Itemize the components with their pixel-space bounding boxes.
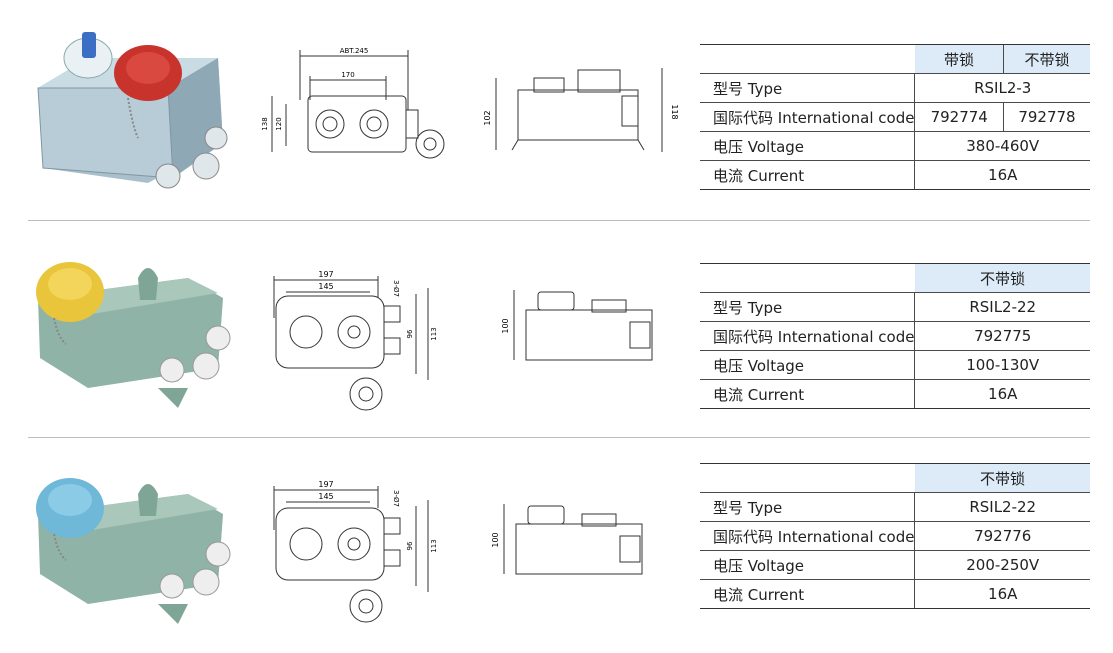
spec-table-2: 不带锁 型号 Type RSIL2-22 国际代码 International … [700,263,1090,409]
header-without-lock: 不带锁 [914,263,1090,293]
section-divider [28,220,1090,221]
row-label-voltage: 电压 Voltage [700,350,915,380]
product-photo-1 [37,32,228,189]
dim-height-inner: 96 [406,329,414,338]
side-view-drawing-1: 102 118 [483,68,679,152]
row-label-type: 型号 Type [700,292,915,322]
dim-overall: 197 [318,480,333,489]
value-voltage: 200-250V [914,550,1090,580]
dim-side-right: 118 [670,104,679,119]
header-without-lock: 不带锁 [1002,44,1090,74]
dim-width: 170 [341,71,354,79]
value-type: RSIL2-22 [914,492,1090,522]
top-view-drawing-2: 197 145 3-Ø7 96 113 [273,270,438,411]
row-label-code: 国际代码 International code [700,321,915,351]
row-label-voltage: 电压 Voltage [700,550,915,580]
value-current: 16A [914,579,1090,609]
product-photo-2 [36,262,231,408]
header-with-lock: 带锁 [914,44,1004,74]
header-without-lock: 不带锁 [914,463,1090,493]
row-label-type: 型号 Type [700,492,915,522]
top-view-drawing-3: 197 145 3-Ø7 96 113 [273,480,438,623]
top-view-drawing-1: ABT.245 170 138 120 [262,47,445,159]
side-view-drawing-3: 100 [491,504,643,575]
dim-height-outer: 113 [430,327,438,340]
dim-width: 145 [318,282,333,291]
value-code: 792776 [914,521,1090,551]
row-label-current: 电流 Current [700,579,915,609]
dim-height-outer: 113 [430,539,438,552]
dim-side-left: 102 [483,110,492,125]
spec-table-3: 不带锁 型号 Type RSIL2-22 国际代码 International … [700,463,1090,609]
row-label-type: 型号 Type [700,73,915,103]
header-blank [700,44,915,74]
value-current: 16A [914,160,1090,190]
row-label-code: 国际代码 International code [700,102,915,132]
header-blank [700,263,915,293]
value-type: RSIL2-3 [914,73,1090,103]
dim-width: 145 [318,492,333,501]
dim-holes: 3-Ø7 [392,280,400,297]
dim-height-inner: 120 [275,117,283,130]
value-voltage: 380-460V [914,131,1090,161]
row-label-voltage: 电压 Voltage [700,131,915,161]
value-code-without-lock: 792778 [1002,102,1090,132]
dim-overall: 197 [318,270,333,279]
row-label-current: 电流 Current [700,379,915,409]
value-code: 792775 [914,321,1090,351]
dim-holes: 3-Ø7 [392,490,400,507]
product-section-3: 197 145 3-Ø7 96 113 100 不带锁 型号 Type RSIL… [0,440,1113,653]
section-divider [28,437,1090,438]
dim-height-outer: 138 [262,117,269,130]
product-photo-3 [36,478,231,624]
product-section-1: ABT.245 170 138 120 102 118 带锁 不带锁 型号 Ty… [0,0,1113,213]
row-label-code: 国际代码 International code [700,521,915,551]
dim-side-left: 100 [501,318,510,333]
value-code-with-lock: 792774 [914,102,1004,132]
dim-height-inner: 96 [406,541,414,550]
spec-table-1: 带锁 不带锁 型号 Type RSIL2-3 国际代码 Internationa… [700,44,1090,190]
dim-side-left: 100 [491,532,500,547]
side-view-drawing-2: 100 [501,290,653,361]
header-blank [700,463,915,493]
dim-overall: ABT.245 [340,47,369,55]
value-voltage: 100-130V [914,350,1090,380]
product-section-2: 197 145 3-Ø7 96 113 100 不带锁 型号 Type RSIL… [0,222,1113,435]
value-type: RSIL2-22 [914,292,1090,322]
value-current: 16A [914,379,1090,409]
row-label-current: 电流 Current [700,160,915,190]
